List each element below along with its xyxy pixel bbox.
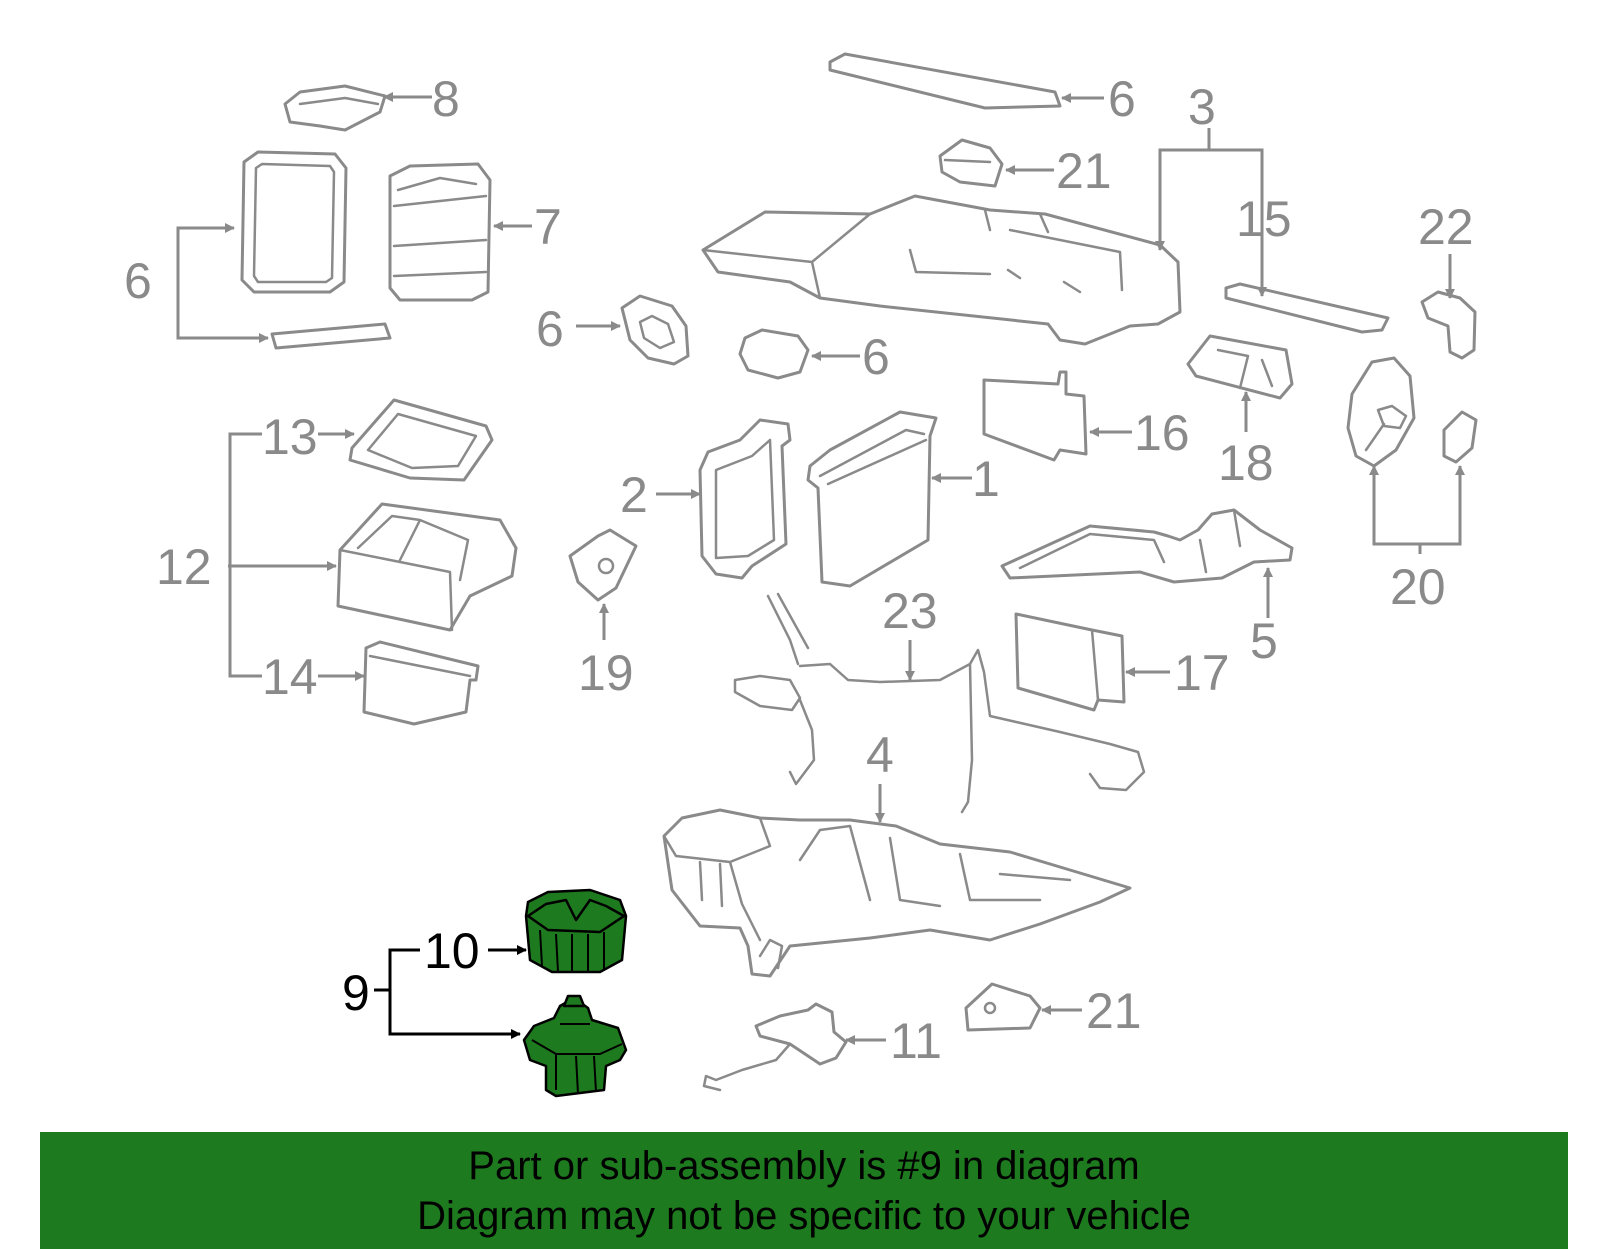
part-9-blower-motor [522,994,628,1098]
callout-leaders [176,92,1465,1045]
callout-6-top: 6 [1108,71,1136,127]
part-16-plate [982,370,1088,462]
part-12-filter-housing [336,502,518,632]
info-banner: Part or sub-assembly is #9 in diagram Di… [40,1132,1568,1249]
callout-22: 22 [1418,199,1474,255]
callout-8: 8 [432,71,460,127]
callout-labels: 8 6 7 6 3 21 15 22 6 6 16 18 13 2 1 12 2… [124,71,1474,1069]
part-1-evaporator [806,410,938,588]
callout-7: 7 [534,199,562,255]
callout-14: 14 [262,649,318,705]
callout-11: 11 [890,1013,942,1069]
part-6-seal-strip [270,322,392,350]
callout-6-oval: 6 [862,329,890,385]
part-6-seal-frame [240,150,348,294]
callout-18: 18 [1218,435,1274,491]
part-23-harness [733,592,1146,814]
banner-line-part: Part or sub-assembly is #9 in diagram [468,1143,1140,1188]
part-15-strip [1224,282,1390,334]
callout-21-bottom: 21 [1086,983,1142,1039]
part-2-gasket [698,418,792,580]
part-8-cover [283,84,387,132]
callout-5: 5 [1250,613,1278,669]
callout-13: 13 [262,409,318,465]
callout-15: 15 [1236,191,1292,247]
part-14-tray [362,640,480,726]
banner-line-disclaimer: Diagram may not be specific to your vehi… [417,1193,1191,1238]
callout-20: 20 [1390,559,1446,615]
callout-19: 19 [578,645,634,701]
callout-21-top: 21 [1056,143,1112,199]
callout-17: 17 [1174,645,1230,701]
callout-16: 16 [1134,405,1190,461]
callout-10: 10 [424,923,480,979]
callout-4: 4 [866,727,894,783]
callout-6-ring: 6 [536,301,564,357]
callout-1: 1 [972,451,1000,507]
part-22-bracket [1420,290,1477,360]
part-3-upper-case [701,194,1182,346]
part-5-duct [1000,508,1294,584]
part-6-top-seal [828,52,1062,110]
callout-2: 2 [620,467,648,523]
part-20-actuator [1346,356,1478,468]
part-10-blower-wheel [524,888,628,974]
part-13-filter [348,398,494,482]
part-11-resistor [702,1002,848,1092]
part-4-lower-case [662,808,1132,978]
callout-3: 3 [1188,79,1216,135]
part-7-heater-core [388,162,492,302]
callout-12: 12 [156,539,212,595]
part-6-oval-seal [738,328,810,380]
part-18-door [1186,334,1294,400]
callout-23: 23 [882,583,938,639]
part-21-actuator-bottom [964,982,1042,1032]
callout-leaders-highlight [374,945,527,1039]
callout-9: 9 [342,965,370,1021]
callout-6-left: 6 [124,253,152,309]
part-19-actuator [568,528,638,602]
part-6-ring-seal [620,294,690,366]
part-21-actuator-top [938,138,1004,188]
part-17-panel [1014,612,1126,712]
